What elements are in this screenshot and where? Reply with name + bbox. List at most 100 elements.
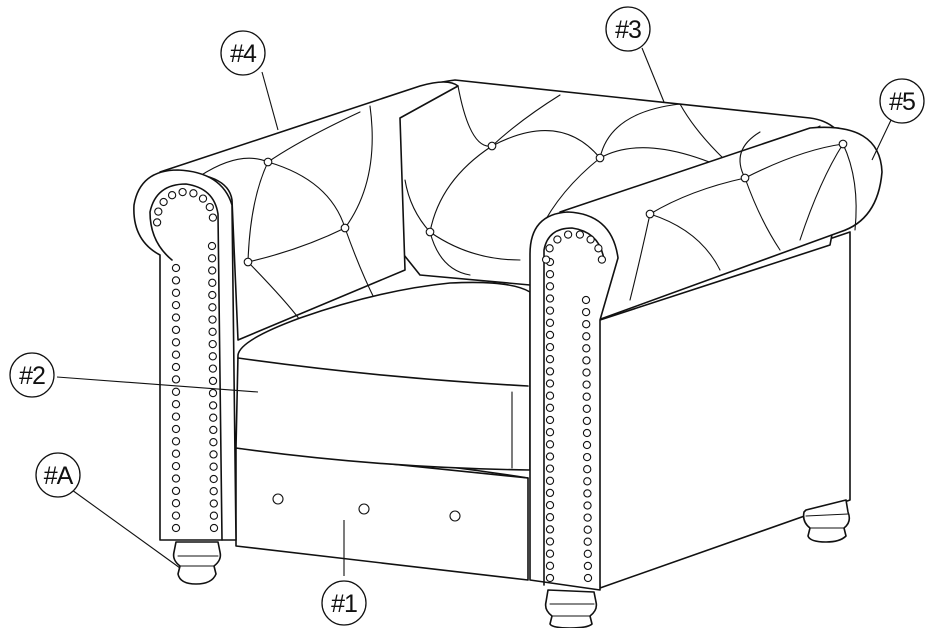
- nailhead-stud: [582, 332, 591, 341]
- nailhead-stud: [545, 513, 555, 522]
- nailhead-trim: [152, 187, 607, 583]
- nailhead-stud: [208, 315, 217, 324]
- nailhead-stud: [208, 303, 217, 312]
- nailhead-stud: [205, 202, 214, 212]
- nailhead-stud: [171, 400, 181, 409]
- tufting-button: [645, 209, 655, 219]
- nailhead-stud: [545, 440, 555, 449]
- nailhead-stud: [208, 376, 218, 386]
- nailhead-stud: [583, 501, 592, 510]
- nailhead-stud: [208, 364, 218, 373]
- nailhead-stud: [545, 342, 555, 352]
- nailhead-stud: [545, 403, 555, 412]
- nailhead-stud: [171, 461, 181, 471]
- nailhead-stud: [583, 561, 593, 571]
- tufting-button: [487, 141, 497, 151]
- nailhead-stud: [208, 401, 218, 410]
- nailhead-stud: [208, 278, 217, 287]
- nailhead-stud: [209, 425, 218, 435]
- nailhead-stud: [545, 464, 555, 473]
- nailhead-stud: [545, 270, 555, 279]
- nailhead-stud: [583, 477, 592, 486]
- callout-4-text: #4: [230, 40, 257, 68]
- nailhead-stud: [582, 356, 591, 365]
- nailhead-stud: [209, 487, 218, 496]
- nailhead-stud: [545, 428, 555, 437]
- tufting-button: [340, 223, 350, 233]
- front-right-leg: [544, 589, 598, 628]
- nailhead-stud: [152, 218, 162, 227]
- nailhead-stud: [209, 450, 218, 459]
- nailhead-stud: [545, 318, 555, 327]
- nailhead-stud: [208, 352, 217, 361]
- nailhead-stud: [582, 416, 592, 426]
- tufting-button: [425, 227, 435, 237]
- callout-2: #2: [9, 352, 55, 398]
- nailhead-stud: [171, 523, 181, 533]
- callout-5: #5: [879, 78, 925, 124]
- nailhead-stud: [209, 438, 218, 447]
- nailhead-stud: [597, 255, 607, 264]
- nailhead-stud: [541, 255, 551, 264]
- left-arm-front-scroll: [149, 183, 223, 541]
- nailhead-stud: [583, 513, 592, 522]
- left-arm-front: [133, 169, 237, 541]
- nailhead-stud: [208, 290, 217, 300]
- nailhead-stud: [159, 197, 168, 207]
- nailhead-stud: [171, 474, 181, 483]
- nailhead-stud: [545, 244, 554, 253]
- nailhead-stud: [545, 282, 555, 291]
- nailhead-stud: [208, 213, 218, 222]
- nailhead-stud: [583, 549, 592, 558]
- nailhead-stud: [209, 499, 218, 508]
- callout-5-text: #5: [889, 88, 915, 116]
- nailhead-stud: [582, 428, 592, 438]
- nailhead-stud: [583, 537, 592, 546]
- nailhead-stud: [586, 235, 595, 244]
- callout-4: #4: [220, 30, 266, 76]
- nailhead-stud: [209, 413, 218, 422]
- nailhead-stud: [545, 500, 555, 510]
- nailhead-stud: [545, 452, 555, 461]
- nailhead-stud: [209, 523, 219, 533]
- nailhead-stud: [583, 573, 593, 583]
- nailhead-stud: [171, 276, 181, 285]
- nailhead-stud: [198, 194, 208, 203]
- nailhead-stud: [545, 561, 555, 570]
- nailhead-stud: [209, 474, 218, 484]
- callout-3: #3: [605, 6, 651, 52]
- seat-cushion: [235, 281, 531, 471]
- nailhead-stud: [171, 313, 181, 322]
- callout-a-text: #A: [44, 462, 74, 490]
- back-right-leg: [802, 499, 851, 543]
- nailhead-stud: [582, 392, 591, 401]
- nailhead-stud: [208, 327, 217, 336]
- nailhead-stud: [171, 263, 181, 273]
- cushion-front-seam: [237, 357, 529, 387]
- nailhead-stud: [545, 330, 555, 340]
- nailhead-stud: [171, 288, 181, 297]
- nailhead-stud: [171, 486, 181, 496]
- nailhead-stud: [545, 294, 555, 303]
- nailhead-stud: [209, 462, 218, 471]
- nailhead-stud: [545, 355, 555, 364]
- nailhead-stud: [207, 254, 217, 263]
- nailhead-stud: [171, 511, 181, 520]
- tufting-button: [838, 139, 848, 149]
- nailhead-stud: [171, 424, 181, 434]
- nailhead-stud: [581, 307, 591, 317]
- nailhead-stud: [582, 344, 591, 353]
- callout-1: #1: [321, 580, 367, 626]
- tufting-button: [595, 153, 605, 163]
- nailhead-stud: [545, 415, 555, 425]
- nailhead-stud: [545, 525, 555, 534]
- nailhead-stud: [545, 549, 555, 558]
- nailhead-stud: [208, 266, 217, 275]
- nailhead-stud: [583, 489, 592, 498]
- nailhead-stud: [545, 537, 555, 546]
- callout-2-text: #2: [19, 362, 45, 390]
- base-button: [449, 510, 461, 522]
- front-left-leg: [172, 541, 222, 585]
- nailhead-stud: [545, 391, 555, 400]
